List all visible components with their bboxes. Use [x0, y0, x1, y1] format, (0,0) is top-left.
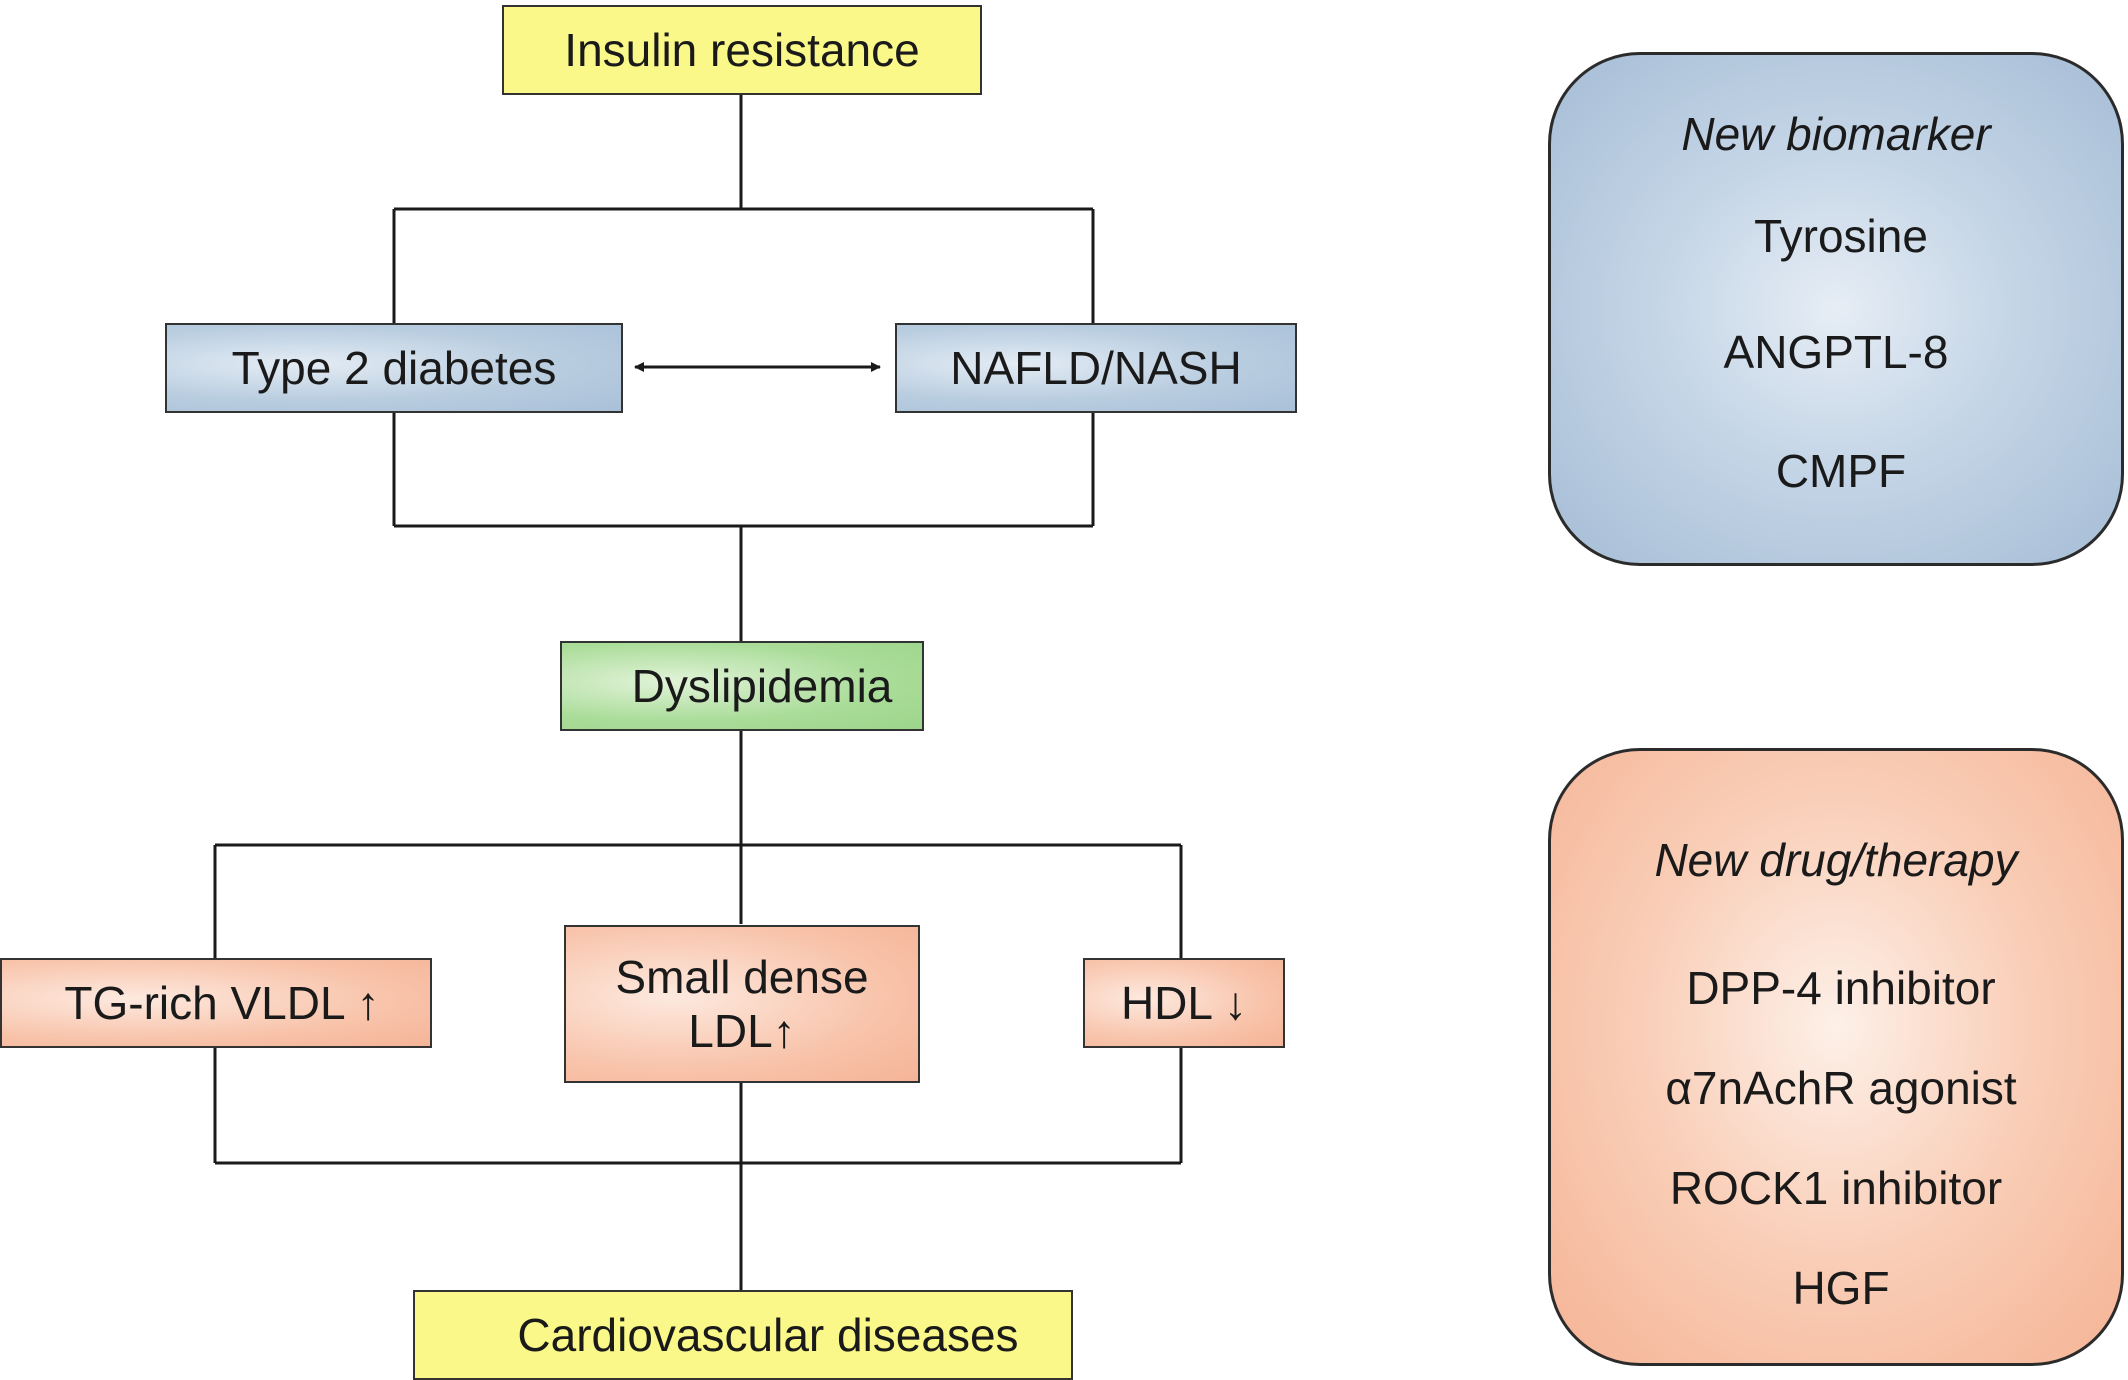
hdl-box: HDL ↓	[1083, 958, 1285, 1048]
cardiovascular-diseases-box: Cardiovascular diseases	[413, 1290, 1073, 1380]
therapy-item: HGF	[1792, 1262, 1890, 1314]
therapy-item: ROCK1 inhibitor	[1669, 1162, 2003, 1214]
biomarker-item: ANGPTL-8	[1723, 326, 1949, 378]
therapy-item: DPP-4 inhibitor	[1686, 962, 1996, 1014]
nafld-nash-label: NAFLD/NASH	[950, 341, 1242, 394]
tg-rich-vldl-box: TG-rich VLDL ↑	[0, 958, 432, 1048]
small-dense-ldl-label-line2: LDL↑	[688, 1005, 796, 1057]
therapy-item: α7nAchR agonist	[1665, 1062, 2017, 1114]
dyslipidemia-box: Dyslipidemia	[560, 641, 924, 731]
small-dense-ldl-box: Small dense LDL↑	[564, 925, 920, 1083]
cardiovascular-diseases-label: Cardiovascular diseases	[517, 1308, 1019, 1361]
biomarker-item: CMPF	[1775, 445, 1907, 497]
type2-diabetes-box: Type 2 diabetes	[165, 323, 623, 413]
therapy-panel: New drug/therapy DPP-4 inhibitor α7nAchR…	[1548, 748, 2124, 1366]
biomarker-panel-title: New biomarker	[1681, 108, 1991, 160]
small-dense-ldl-label-line1: Small dense	[615, 950, 869, 1003]
tg-rich-vldl-label: TG-rich VLDL ↑	[64, 976, 380, 1029]
insulin-resistance-label: Insulin resistance	[564, 23, 920, 76]
type2-diabetes-label: Type 2 diabetes	[231, 341, 557, 394]
hdl-label: HDL ↓	[1120, 976, 1248, 1029]
biomarker-panel: New biomarker Tyrosine ANGPTL-8 CMPF	[1548, 52, 2124, 566]
insulin-resistance-box: Insulin resistance	[502, 5, 982, 95]
therapy-panel-title: New drug/therapy	[1654, 834, 2018, 886]
nafld-nash-box: NAFLD/NASH	[895, 323, 1297, 413]
dyslipidemia-label: Dyslipidemia	[631, 659, 893, 712]
biomarker-item: Tyrosine	[1754, 210, 1928, 262]
